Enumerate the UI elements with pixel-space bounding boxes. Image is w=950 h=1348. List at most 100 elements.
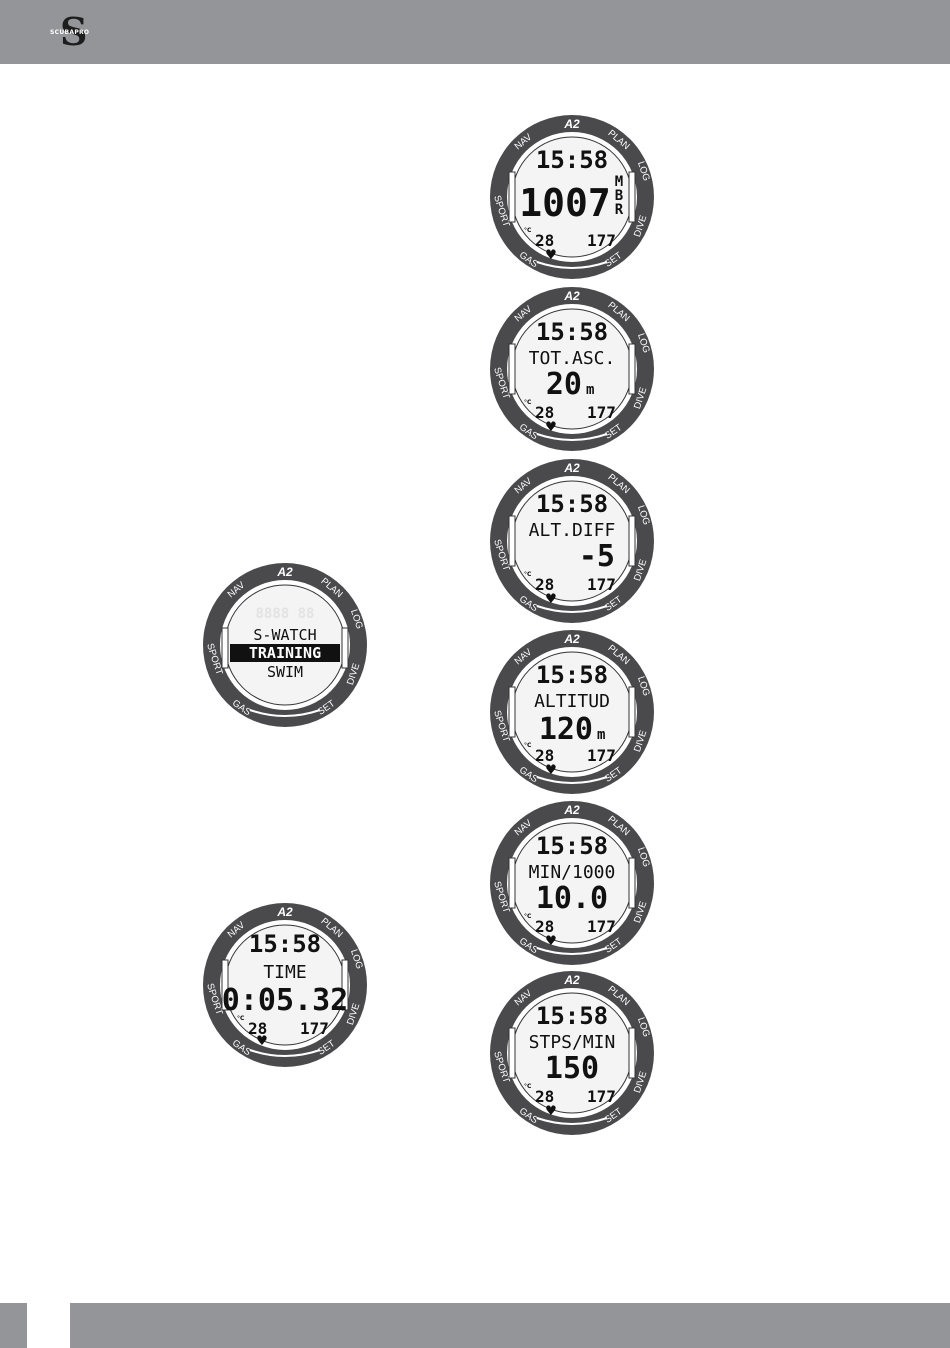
watch-altitude-diff-graphic: A2 NAV PLAN LOG DIVE SET GAS SPORT 15:58… xyxy=(490,459,654,623)
heart-icon: ♥ xyxy=(546,1101,556,1120)
footer-bar xyxy=(70,1303,950,1348)
field-value: 10.0 xyxy=(536,881,608,916)
menu-option-training: TRAINING xyxy=(249,644,321,662)
right-segment-bar xyxy=(341,627,349,669)
watch-altitude-graphic: A2 NAV PLAN LOG DIVE SET GAS SPORT 15:58… xyxy=(490,630,654,794)
field-label: ALT.DIFF xyxy=(529,520,616,541)
clock-time: 15:58 xyxy=(536,318,608,346)
heart-rate: 177 xyxy=(587,231,616,250)
heart-icon: ♥ xyxy=(546,417,556,436)
right-segment-bar xyxy=(341,959,349,1011)
clock-time: 15:58 xyxy=(536,146,608,174)
temperature: 28 xyxy=(535,575,554,594)
heart-rate: 177 xyxy=(587,746,616,765)
bottom-arc xyxy=(536,433,608,441)
watch-menu: A2 NAV PLAN LOG DIVE SET GAS SPORT 8888 … xyxy=(200,560,370,730)
right-segment-bar xyxy=(628,1027,636,1079)
field-value: -5 xyxy=(579,539,615,574)
watch-altitude-diff: A2 NAV PLAN LOG DIVE SET GAS SPORT 15:58… xyxy=(487,456,657,626)
watch-menu-graphic: A2 NAV PLAN LOG DIVE SET GAS SPORT 8888 … xyxy=(203,563,367,727)
watch-cadence: A2 NAV PLAN LOG DIVE SET GAS SPORT 15:58… xyxy=(487,968,657,1138)
temperature: 28 xyxy=(535,231,554,250)
menu-option-swim: SWIM xyxy=(267,663,303,681)
field-value: 20 xyxy=(546,367,582,402)
heart-rate: 177 xyxy=(300,1019,329,1038)
model-label: A2 xyxy=(276,905,293,919)
field-value: 0:05.32 xyxy=(222,983,348,1018)
celsius-unit: °C xyxy=(524,571,532,578)
left-segment-bar xyxy=(221,959,229,1011)
celsius-unit: °C xyxy=(237,1015,245,1022)
heart-icon: ♥ xyxy=(546,931,556,950)
model-label: A2 xyxy=(563,803,580,817)
heart-rate: 177 xyxy=(587,917,616,936)
field-label: STPS/MIN xyxy=(529,1032,616,1053)
model-label: A2 xyxy=(563,632,580,646)
watch-stopwatch: A2 NAV PLAN LOG DIVE SET GAS SPORT 15:58… xyxy=(200,900,370,1070)
footer-page-tab xyxy=(0,1303,27,1348)
bottom-arc xyxy=(536,1117,608,1125)
left-segment-bar xyxy=(508,686,516,738)
right-segment-bar xyxy=(628,515,636,567)
temperature: 28 xyxy=(535,746,554,765)
field-value: 150 xyxy=(545,1051,599,1086)
heart-rate: 177 xyxy=(587,403,616,422)
bottom-arc xyxy=(536,261,608,269)
bottom-arc xyxy=(536,776,608,784)
celsius-unit: °C xyxy=(524,399,532,406)
celsius-unit: °C xyxy=(524,913,532,920)
temperature: 28 xyxy=(535,403,554,422)
clock-time: 15:58 xyxy=(536,832,608,860)
field-value: 1007 xyxy=(519,181,611,225)
model-label: A2 xyxy=(276,565,293,579)
bottom-arc xyxy=(249,709,321,717)
logo-s-mark: S xyxy=(60,9,88,54)
celsius-unit: °C xyxy=(524,1083,532,1090)
unit-letter-m: M xyxy=(615,174,623,190)
celsius-unit: °C xyxy=(524,227,532,234)
clock-time: 15:58 xyxy=(536,661,608,689)
celsius-unit: °C xyxy=(524,742,532,749)
logo-brand-text: SCUBAPRO xyxy=(50,29,90,36)
field-label: TOT.ASC. xyxy=(529,348,616,369)
left-segment-bar xyxy=(508,515,516,567)
left-segment-bar xyxy=(221,627,229,669)
temperature: 28 xyxy=(535,917,554,936)
watch-stopwatch-graphic: A2 NAV PLAN LOG DIVE SET GAS SPORT 15:58… xyxy=(203,903,367,1067)
field-value: 120 xyxy=(539,712,593,747)
ghost-segments: 8888 88 xyxy=(255,606,314,622)
field-label: MIN/1000 xyxy=(529,862,616,883)
right-segment-bar xyxy=(628,171,636,223)
field-unit: m xyxy=(597,727,605,743)
clock-time: 15:58 xyxy=(536,490,608,518)
temperature: 28 xyxy=(248,1019,267,1038)
bottom-arc xyxy=(249,1049,321,1057)
scubapro-logo: S SCUBAPRO xyxy=(50,12,110,52)
header-bar: S SCUBAPRO xyxy=(0,0,950,64)
clock-time: 15:58 xyxy=(249,930,321,958)
heart-rate: 177 xyxy=(587,575,616,594)
temperature: 28 xyxy=(535,1087,554,1106)
heart-icon: ♥ xyxy=(546,245,556,264)
left-segment-bar xyxy=(508,171,516,223)
clock-time: 15:58 xyxy=(536,1002,608,1030)
watch-altitude: A2 NAV PLAN LOG DIVE SET GAS SPORT 15:58… xyxy=(487,627,657,797)
heart-icon: ♥ xyxy=(546,760,556,779)
unit-letter-r: R xyxy=(615,202,624,218)
watch-pressure-graphic: A2 NAV PLAN LOG DIVE SET GAS SPORT 15:58… xyxy=(490,115,654,279)
bottom-arc xyxy=(536,605,608,613)
left-segment-bar xyxy=(508,857,516,909)
left-segment-bar xyxy=(508,1027,516,1079)
right-segment-bar xyxy=(628,343,636,395)
heart-rate: 177 xyxy=(587,1087,616,1106)
left-segment-bar xyxy=(508,343,516,395)
watch-total-ascent: A2 NAV PLAN LOG DIVE SET GAS SPORT 15:58… xyxy=(487,284,657,454)
field-label: TIME xyxy=(263,962,306,983)
menu-option-swatch: S-WATCH xyxy=(253,626,316,644)
watch-pace: A2 NAV PLAN LOG DIVE SET GAS SPORT 15:58… xyxy=(487,798,657,968)
model-label: A2 xyxy=(563,461,580,475)
right-segment-bar xyxy=(628,686,636,738)
bottom-arc xyxy=(536,947,608,955)
watch-pressure: A2 NAV PLAN LOG DIVE SET GAS SPORT 15:58… xyxy=(487,112,657,282)
field-unit: m xyxy=(586,382,594,398)
